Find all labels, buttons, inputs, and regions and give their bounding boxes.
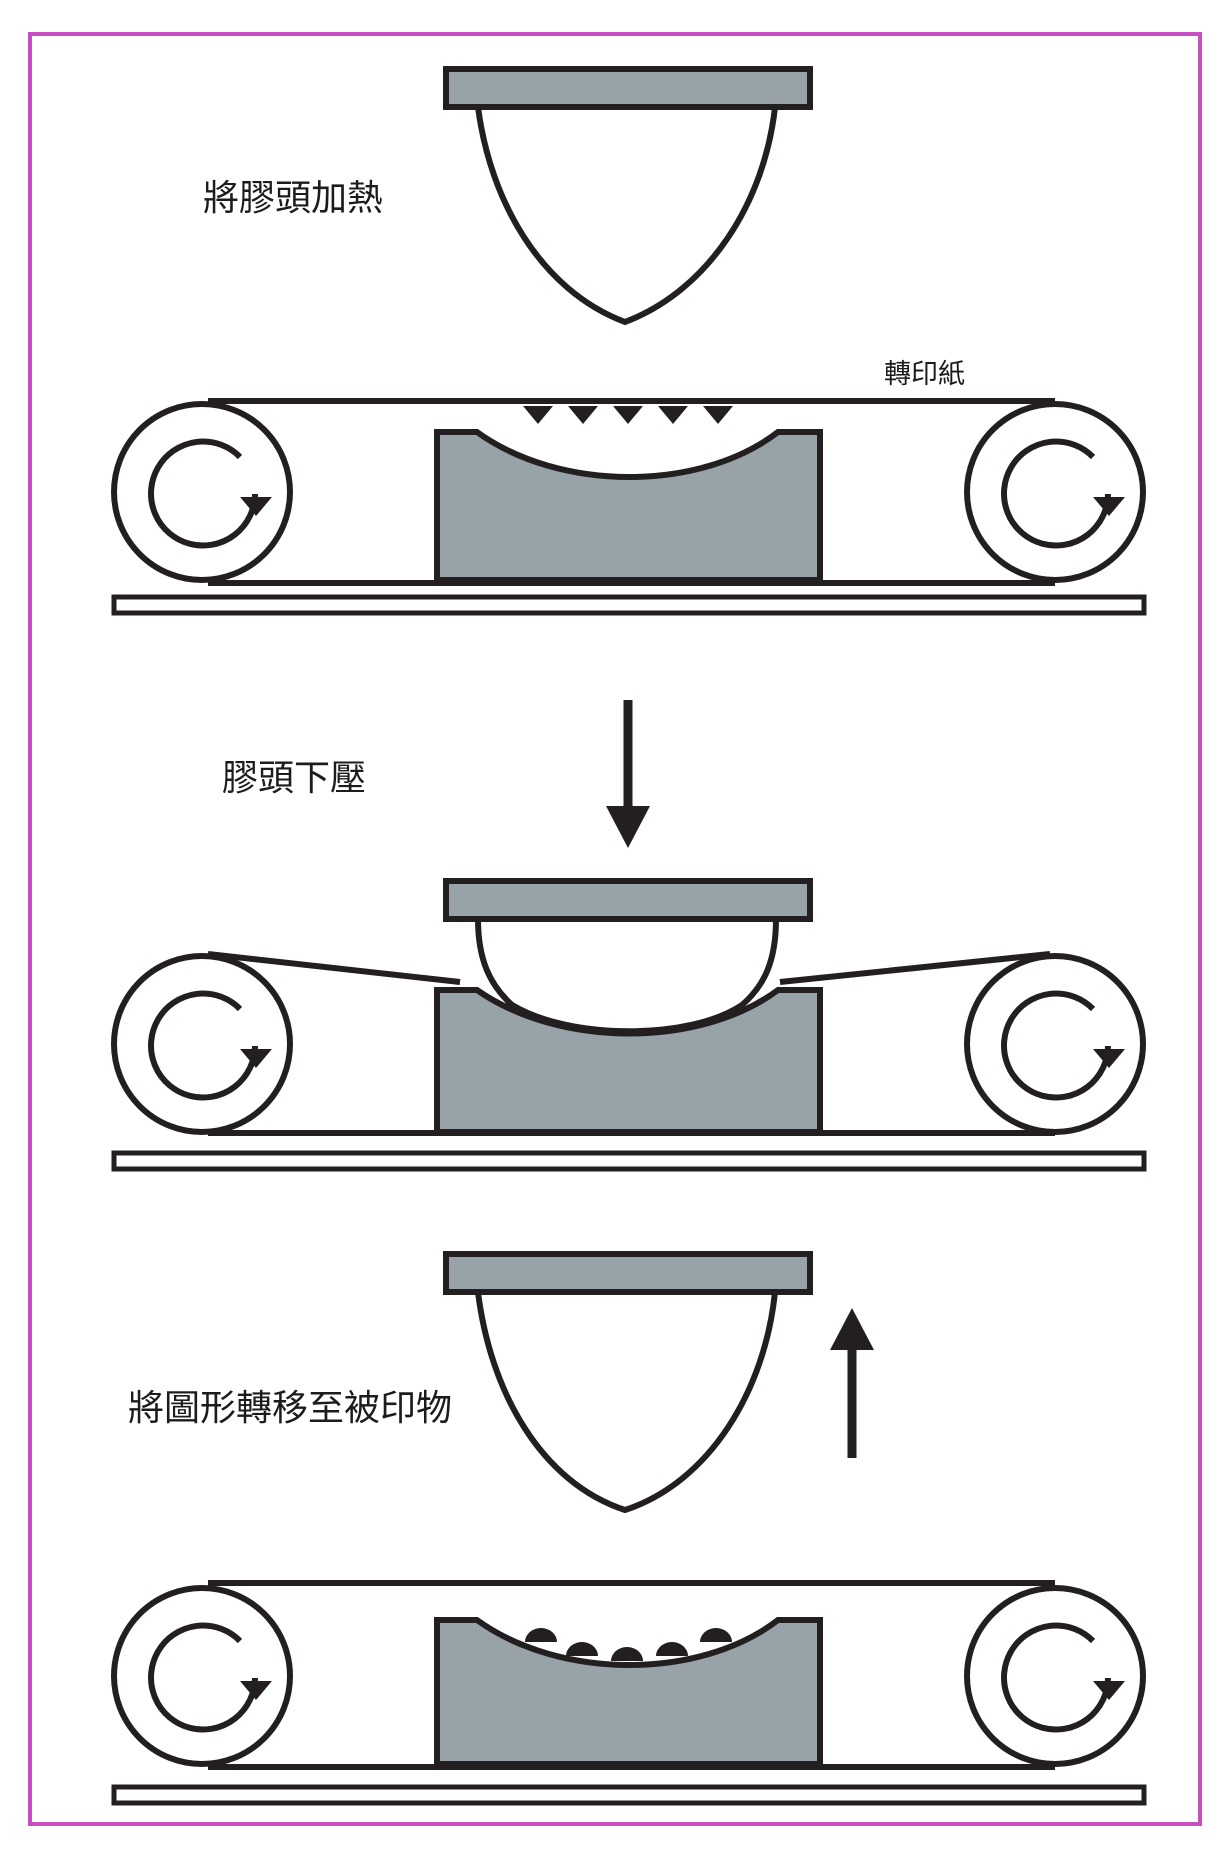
- left-arrowhead-icon: [240, 497, 272, 516]
- pad-plate: [443, 66, 813, 110]
- left-rotation-arrow: [148, 1622, 258, 1733]
- pad-head-3: [443, 1251, 813, 1514]
- ink-dot: [611, 1647, 643, 1661]
- step-1-heat-pad: 將膠頭加熱 轉印紙: [111, 66, 1147, 616]
- conveyor-2: [111, 878, 1147, 1172]
- paper-left-slope: [207, 951, 461, 985]
- base-plate: [111, 594, 1147, 616]
- step-3-label: 將圖形轉移至被印物: [128, 1388, 452, 1429]
- paper-right-slope: [779, 951, 1051, 985]
- right-roller: [964, 953, 1146, 1135]
- ink-triangle: [613, 406, 643, 424]
- left-rotation-arrow: [148, 990, 258, 1101]
- ink-dot: [656, 1642, 688, 1656]
- pad-head-2: [443, 878, 813, 1035]
- right-rotation-arrow: [1001, 990, 1111, 1101]
- left-roller: [111, 1585, 293, 1767]
- ink-triangle: [658, 406, 688, 424]
- right-arrowhead-icon: [1093, 497, 1125, 516]
- cliche-block: [434, 429, 823, 583]
- step-2-label: 膠頭下壓: [222, 758, 366, 799]
- left-roller: [111, 401, 293, 583]
- transfer-paper-label: 轉印紙: [884, 359, 965, 390]
- ink-pattern: [523, 406, 733, 424]
- ink-triangle: [568, 406, 598, 424]
- pad-head-1: [443, 66, 813, 326]
- silicone-pad-pressed: [474, 916, 780, 1035]
- silicone-pad: [474, 1289, 779, 1514]
- step-2-press-down: 膠頭下壓: [111, 700, 1147, 1172]
- cliche-block: [434, 1617, 823, 1767]
- transferred-ink-dots: [525, 1628, 732, 1661]
- ink-dot: [525, 1628, 557, 1642]
- ink-triangle: [523, 406, 553, 424]
- left-roller: [111, 953, 293, 1135]
- conveyor-1: [111, 398, 1147, 616]
- ink-triangle: [703, 406, 733, 424]
- conveyor-3: [111, 1580, 1147, 1806]
- down-arrow-icon: [606, 700, 650, 848]
- outer-frame: [28, 32, 1202, 1826]
- ink-dot: [700, 1628, 732, 1642]
- right-rotation-arrow: [1001, 438, 1111, 549]
- left-arrowhead-icon: [240, 1049, 272, 1068]
- base-plate: [111, 1150, 1147, 1172]
- step-1-label: 將膠頭加熱: [203, 178, 383, 219]
- silicone-pad: [474, 104, 779, 326]
- up-arrow-icon: [830, 1308, 874, 1458]
- pad-plate: [443, 1251, 813, 1295]
- left-rotation-arrow: [148, 438, 258, 549]
- right-roller: [964, 401, 1146, 583]
- right-rotation-arrow: [1001, 1622, 1111, 1733]
- right-arrowhead-icon: [1093, 1049, 1125, 1068]
- right-arrowhead-icon: [1093, 1681, 1125, 1700]
- step-3-transfer: 將圖形轉移至被印物: [111, 1251, 1147, 1806]
- ink-dot: [566, 1642, 598, 1656]
- left-arrowhead-icon: [240, 1681, 272, 1700]
- right-roller: [964, 1585, 1146, 1767]
- pad-plate: [443, 878, 813, 922]
- base-plate: [111, 1784, 1147, 1806]
